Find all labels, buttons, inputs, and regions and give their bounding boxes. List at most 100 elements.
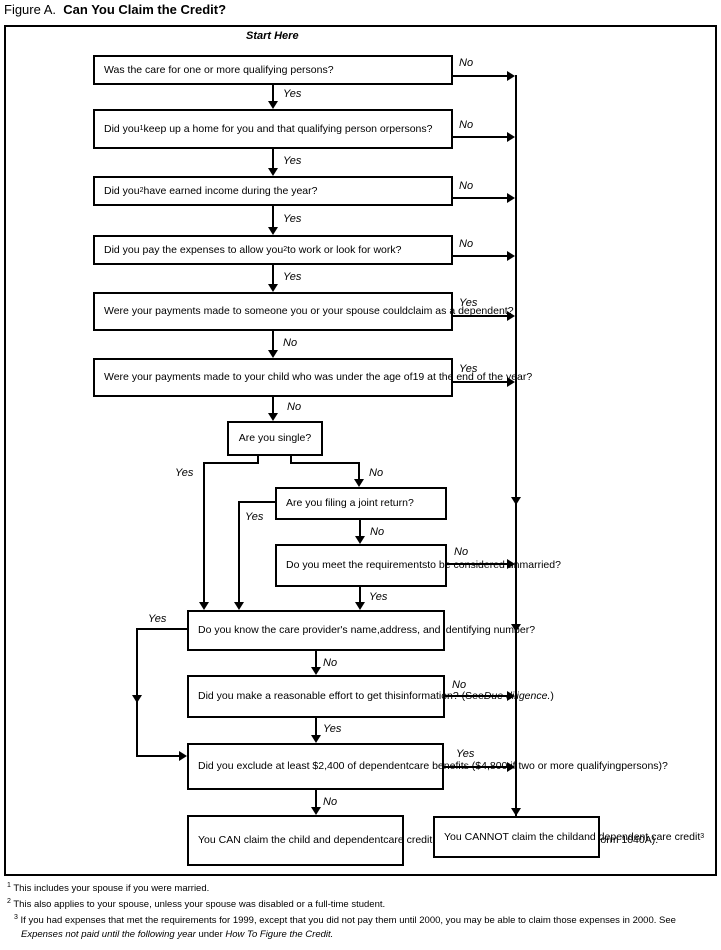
collector-end-arrowhead: [511, 808, 521, 816]
arrowhead-b10-yes: [179, 751, 187, 761]
edge-label-b2-yes: Yes: [283, 155, 302, 167]
edge-label-b1-no: No: [459, 57, 474, 69]
footnote-2: 2 This also applies to your spouse, unle…: [7, 898, 386, 910]
edge-label-b4-yes: Yes: [283, 271, 302, 283]
edge-label-b10-yes: Yes: [148, 613, 167, 625]
arrowhead-b7-no: [354, 479, 364, 487]
edge-label-b5-yes: Yes: [459, 297, 478, 309]
arrowhead-b8-no: [355, 536, 365, 544]
b10-yes-vert-line: [136, 628, 138, 757]
b7-yes-vert-line: [203, 462, 205, 602]
arrowhead-b10-no: [311, 667, 321, 675]
connector-b1-yes-line: [272, 85, 274, 102]
connector-b5-yes-line: [453, 315, 507, 317]
connector-b2-no-line: [453, 136, 507, 138]
decision-box-exclude-benefits: Did you exclude at least $2,400 of depen…: [187, 743, 668, 790]
arrowhead-b1-yes: [268, 101, 278, 109]
decision-box-single: Are you single?: [227, 421, 323, 456]
arrowhead-b1-no: [507, 71, 515, 81]
b7-yes-horiz-line: [203, 462, 259, 464]
connector-b9-no-line: [447, 563, 507, 565]
arrowhead-b3-no: [507, 193, 515, 203]
arrowhead-b11-no: [507, 691, 515, 701]
b10-yes-horiz-line: [136, 628, 187, 630]
figure-title: Figure A. Can You Claim the Credit?: [4, 2, 226, 17]
connector-b6-yes-line: [453, 381, 507, 383]
b7-no-stub-line: [290, 456, 292, 464]
decision-box-joint-return: Are you filing a joint return?: [275, 487, 447, 520]
b7-no-vert-line: [358, 462, 360, 479]
connector-b4-no-line: [453, 255, 507, 257]
arrowhead-b12-no: [311, 807, 321, 815]
b8-yes-horiz-line: [238, 501, 275, 503]
b8-no-line: [359, 520, 361, 536]
connector-b3-no-line: [453, 197, 507, 199]
edge-label-b3-yes: Yes: [283, 213, 302, 225]
edge-label-b1-yes: Yes: [283, 88, 302, 100]
b10-yes-mid-arrowhead: [132, 695, 142, 703]
collector-mid-arrowhead-2: [511, 624, 521, 632]
decision-box-payments-to-child: Were your payments made to your child wh…: [93, 358, 532, 397]
edge-label-b7-yes: Yes: [175, 467, 194, 479]
connector-b4-yes-line: [272, 265, 274, 285]
b7-no-horiz-line: [290, 462, 360, 464]
decision-box-payments-to-dependent: Were your payments made to someone you o…: [93, 292, 514, 331]
edge-label-b2-no: No: [459, 119, 474, 131]
connector-b5-no-line: [272, 331, 274, 350]
connector-b6-no-line: [272, 397, 274, 413]
flowchart-border: [4, 25, 717, 876]
edge-label-b7-no: No: [369, 467, 384, 479]
b12-no-line: [315, 790, 317, 807]
edge-label-b3-no: No: [459, 180, 474, 192]
b11-yes-line: [315, 718, 317, 735]
decision-box-provider-info: Do you know the care provider's name,add…: [187, 610, 535, 651]
arrowhead-b9-yes: [355, 602, 365, 610]
edge-label-b5-no: No: [283, 337, 298, 349]
arrowhead-b8-yes: [234, 602, 244, 610]
arrowhead-b4-yes: [268, 284, 278, 292]
edge-label-b6-yes: Yes: [459, 363, 478, 375]
edge-label-b11-no: No: [452, 679, 467, 691]
edge-label-b8-no: No: [370, 526, 385, 538]
arrowhead-b2-no: [507, 132, 515, 142]
arrowhead-b3-yes: [268, 227, 278, 235]
edge-label-b4-no: No: [459, 238, 474, 250]
edge-label-b11-yes: Yes: [323, 723, 342, 735]
connector-b2-yes-line: [272, 149, 274, 169]
b10-yes-entry-line: [136, 755, 180, 757]
collector-mid-arrowhead-1: [511, 497, 521, 505]
arrowhead-b2-yes: [268, 168, 278, 176]
edge-label-b9-no: No: [454, 546, 469, 558]
edge-label-b6-no: No: [287, 401, 302, 413]
connector-b1-no-line: [453, 75, 507, 77]
decision-box-qualifying-persons: Was the care for one or more qualifying …: [93, 55, 453, 85]
b9-yes-line: [359, 587, 361, 602]
b10-no-line: [315, 651, 317, 667]
footnote-3: 3 If you had expenses that met the requi…: [14, 914, 676, 940]
arrowhead-b11-yes: [311, 735, 321, 743]
connector-b12-yes-line: [444, 766, 507, 768]
arrowhead-b6-yes: [507, 377, 515, 387]
connector-b3-yes-line: [272, 206, 274, 227]
edge-label-b12-yes: Yes: [456, 748, 475, 760]
arrowhead-b5-yes: [507, 311, 515, 321]
footnote-1: 1 This includes your spouse if you were …: [7, 882, 210, 894]
edge-label-b9-yes: Yes: [369, 591, 388, 603]
connector-b11-no-line: [445, 695, 507, 697]
decision-box-reasonable-effort: Did you make a reasonable effort to get …: [187, 675, 554, 718]
b7-yes-stub-line: [257, 456, 259, 464]
collector-line-cannot-claim: [515, 75, 517, 816]
b8-yes-vert-line: [238, 501, 240, 602]
figure-label: Figure A.: [4, 2, 57, 17]
arrowhead-b7-yes: [199, 602, 209, 610]
edge-label-b8-yes: Yes: [245, 511, 264, 523]
figure-title-text: Can You Claim the Credit?: [63, 2, 227, 17]
arrowhead-b4-no: [507, 251, 515, 261]
